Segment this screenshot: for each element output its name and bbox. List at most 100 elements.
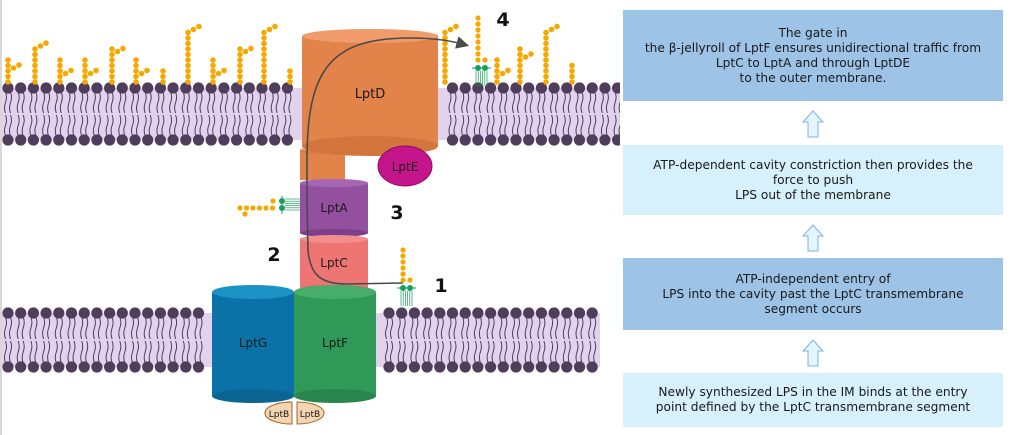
lipid-head — [27, 82, 39, 94]
lipid-head — [408, 361, 420, 373]
lipid-head — [15, 134, 27, 146]
lipid-head — [523, 82, 535, 94]
lipid-head — [180, 82, 192, 94]
lipid-head — [497, 82, 509, 94]
lipid-head — [586, 361, 598, 373]
lipid-head — [167, 361, 179, 373]
lipid-head — [205, 82, 217, 94]
lipid-head — [116, 307, 128, 319]
step-box-4-gate: The gate in the β-jellyroll of LptF ensu… — [623, 10, 1003, 101]
lipid-head — [129, 134, 141, 146]
lipid-head — [129, 361, 141, 373]
lipid-head — [78, 134, 90, 146]
lipid-head — [281, 82, 293, 94]
lipid-head — [269, 82, 281, 94]
lipid-head — [104, 307, 116, 319]
lipid-head — [243, 82, 255, 94]
lipid-head — [561, 307, 573, 319]
lipid-head — [142, 361, 154, 373]
lptD-protein: LptD — [300, 29, 438, 180]
lipid-head — [446, 82, 459, 94]
lipid-head — [231, 134, 243, 146]
lipid-head — [561, 361, 573, 373]
lipid-head — [116, 82, 128, 94]
lipid-head — [27, 307, 39, 319]
lptB-right-label: LptB — [300, 410, 320, 420]
lipid-head — [40, 134, 52, 146]
lipid-head — [421, 361, 433, 373]
lipid-head — [65, 82, 78, 94]
lipid-head — [129, 307, 141, 319]
lptE-protein: LptE — [377, 145, 433, 187]
lipid-head — [446, 361, 459, 373]
lptD-label: LptD — [355, 87, 386, 102]
lipid-head — [510, 134, 522, 146]
lipid-head — [573, 307, 586, 319]
up-arrow-icon — [802, 224, 824, 252]
lipid-head — [15, 307, 27, 319]
step-box-1-binding: Newly synthesized LPS in the IM binds at… — [623, 373, 1003, 427]
up-arrow-icon — [802, 339, 824, 367]
lipid-head — [523, 134, 535, 146]
lps-molecule-step4 — [472, 15, 491, 86]
lptG-protein: LptG — [212, 285, 294, 403]
lipid-head — [548, 307, 560, 319]
lipid-head — [497, 307, 509, 319]
lipid-head — [485, 82, 497, 94]
lipid-head — [218, 134, 230, 146]
lipid-head — [561, 134, 573, 146]
lipid-head — [104, 134, 116, 146]
lipid-head — [472, 134, 484, 146]
lipid-head — [459, 307, 471, 319]
lipid-head — [599, 82, 611, 94]
lipid-head — [599, 134, 611, 146]
inner-membrane — [2, 307, 600, 373]
lipid-head — [142, 82, 154, 94]
lipid-head — [396, 307, 408, 319]
lipid-head — [167, 134, 179, 146]
lipid-head — [167, 82, 179, 94]
step-number-2: 2 — [267, 244, 280, 266]
lipid-head — [15, 82, 27, 94]
lipid-head — [167, 307, 179, 319]
lptB-left-label: LptB — [269, 410, 289, 420]
lipid-head — [40, 82, 52, 94]
lipid-head — [2, 134, 14, 146]
lipid-head — [459, 361, 471, 373]
step-number-4: 4 — [496, 9, 509, 31]
lipid-head — [434, 307, 446, 319]
lipid-head — [472, 361, 484, 373]
lipid-head — [459, 134, 471, 146]
lipid-head — [408, 307, 420, 319]
lipid-head — [180, 307, 192, 319]
lipid-head — [192, 82, 205, 94]
up-arrow-icon — [802, 110, 824, 138]
lipid-head — [154, 361, 166, 373]
lipid-head — [548, 82, 560, 94]
lipid-head — [154, 82, 166, 94]
lipid-head — [65, 361, 78, 373]
lps-molecule-step3 — [237, 196, 300, 217]
image-border — [0, 0, 2, 435]
lipid-head — [383, 361, 395, 373]
lptE-label: LptE — [392, 160, 419, 174]
lipid-head — [180, 134, 192, 146]
lipid-head — [205, 134, 217, 146]
lipid-head — [446, 134, 459, 146]
lipid-head — [154, 134, 166, 146]
lipid-head — [396, 361, 408, 373]
lipid-head — [434, 361, 446, 373]
lipid-head — [218, 82, 230, 94]
lipid-head — [27, 361, 39, 373]
lipid-head — [78, 82, 90, 94]
lpt-transport-diagram: LptD LptE LptA LptC LptG LptF — [2, 9, 620, 425]
lptA-label: LptA — [320, 201, 348, 215]
lipid-head — [78, 361, 90, 373]
lptB-dimer: LptB LptB — [264, 401, 325, 425]
lptA-protein: LptA — [300, 179, 368, 237]
step-number-3: 3 — [390, 202, 403, 224]
lipid-head — [535, 307, 548, 319]
lipid-head — [40, 307, 52, 319]
lipid-head — [383, 307, 395, 319]
lipid-head — [535, 82, 548, 94]
